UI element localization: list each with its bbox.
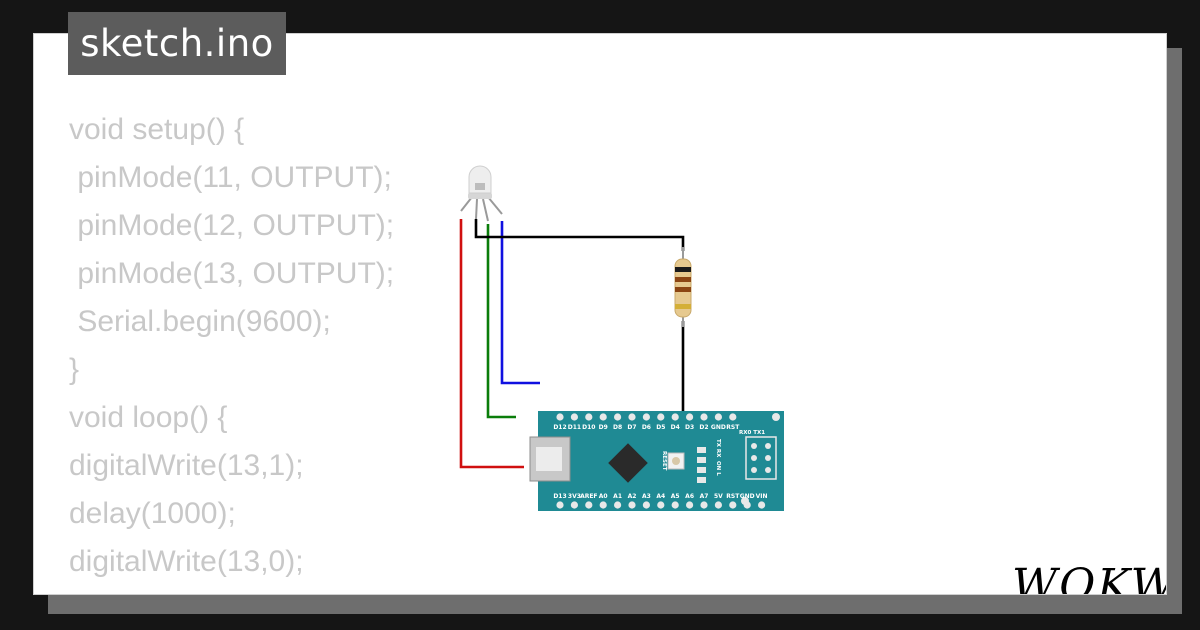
pin-a5[interactable] bbox=[671, 501, 679, 509]
pin-label: RST bbox=[726, 424, 740, 431]
pin-gnd[interactable] bbox=[714, 413, 722, 421]
code-line: void loop() { bbox=[69, 401, 228, 434]
icsp-header bbox=[745, 436, 777, 480]
code-editor[interactable]: void setup() { pinMode(11, OUTPUT); pinM… bbox=[69, 106, 395, 594]
pin-label: D8 bbox=[613, 424, 622, 431]
pin-d4[interactable] bbox=[671, 413, 679, 421]
pin-vin[interactable] bbox=[758, 501, 766, 509]
pin-3v3[interactable] bbox=[570, 501, 578, 509]
reset-label: RESET bbox=[661, 451, 667, 471]
pin-label: D3 bbox=[685, 424, 694, 431]
wokwi-logo: WOKWi bbox=[1012, 560, 1166, 595]
pin-d3[interactable] bbox=[686, 413, 694, 421]
code-line: digitalWrite(13,1); bbox=[69, 449, 304, 482]
code-line: pinMode(12, OUTPUT); bbox=[69, 209, 395, 242]
code-line: digitalWrite(13,0); bbox=[69, 545, 304, 578]
pin-label: RST bbox=[726, 493, 740, 500]
code-line: pinMode(13, OUTPUT); bbox=[69, 257, 395, 290]
pin-d11[interactable] bbox=[570, 413, 578, 421]
code-line: } bbox=[69, 353, 80, 386]
tx-rx-led-label: TX RX bbox=[715, 439, 721, 458]
on-l-label: ON L bbox=[715, 461, 721, 476]
pin-a3[interactable] bbox=[642, 501, 650, 509]
wire-red bbox=[459, 219, 524, 469]
code-line: Serial.begin(9600); bbox=[69, 305, 331, 338]
pin-label: D13 bbox=[553, 493, 566, 500]
pin-d12[interactable] bbox=[556, 413, 564, 421]
pin-5v[interactable] bbox=[714, 501, 722, 509]
pin-a7[interactable] bbox=[700, 501, 708, 509]
pin-label: A6 bbox=[685, 493, 694, 500]
pin-d6[interactable] bbox=[642, 413, 650, 421]
pin-label: AREF bbox=[580, 493, 597, 500]
pin-label: A7 bbox=[700, 493, 709, 500]
preview-card: void setup() { pinMode(11, OUTPUT); pinM… bbox=[33, 33, 1167, 595]
pin-label: VIN bbox=[756, 493, 768, 500]
pin-label: A5 bbox=[671, 493, 680, 500]
rx-tx-label: RX0 TX1 bbox=[739, 430, 765, 436]
pin-label: D12 bbox=[553, 424, 566, 431]
pin-gnd[interactable] bbox=[743, 501, 751, 509]
pin-label: D4 bbox=[671, 424, 680, 431]
pin-label: D7 bbox=[627, 424, 636, 431]
file-tab[interactable]: sketch.ino bbox=[68, 12, 286, 75]
pin-d7[interactable] bbox=[628, 413, 636, 421]
pin-rst[interactable] bbox=[729, 413, 737, 421]
pin-label: 3V3 bbox=[568, 493, 581, 500]
pin-label: A0 bbox=[599, 493, 608, 500]
pin-a1[interactable] bbox=[614, 501, 622, 509]
pin-d10[interactable] bbox=[585, 413, 593, 421]
pin-d5[interactable] bbox=[657, 413, 665, 421]
pin-label: D2 bbox=[699, 424, 708, 431]
pin-d2[interactable] bbox=[700, 413, 708, 421]
top-pin-row bbox=[556, 413, 737, 421]
code-line: digitalWrite(12,1); bbox=[69, 586, 394, 594]
pin-a6[interactable] bbox=[686, 501, 694, 509]
pin-a0[interactable] bbox=[599, 501, 607, 509]
pin-label: 5V bbox=[714, 493, 723, 500]
pin-a4[interactable] bbox=[657, 501, 665, 509]
wires bbox=[459, 219, 685, 471]
pin-label: GND bbox=[711, 424, 726, 431]
code-line: void setup() { bbox=[69, 113, 245, 146]
wire-green bbox=[486, 224, 516, 419]
pin-label: D10 bbox=[582, 424, 595, 431]
pin-label: A2 bbox=[628, 493, 637, 500]
rgb-led[interactable] bbox=[460, 165, 503, 222]
pin-d8[interactable] bbox=[614, 413, 622, 421]
wire-blue bbox=[500, 221, 540, 385]
bottom-pin-row bbox=[556, 501, 766, 509]
pin-a2[interactable] bbox=[628, 501, 636, 509]
code-line: pinMode(11, OUTPUT); bbox=[69, 161, 392, 194]
code-line: delay(1000); bbox=[69, 497, 236, 530]
wire-black-led-resistor bbox=[474, 219, 685, 251]
pin-label: A1 bbox=[613, 493, 622, 500]
pin-d13[interactable] bbox=[556, 501, 564, 509]
pin-label: D6 bbox=[642, 424, 651, 431]
pin-aref[interactable] bbox=[585, 501, 593, 509]
pin-d9[interactable] bbox=[599, 413, 607, 421]
pin-label: GND bbox=[740, 493, 755, 500]
pin-rst[interactable] bbox=[729, 501, 737, 509]
pin-label: A4 bbox=[656, 493, 665, 500]
resistor[interactable] bbox=[674, 247, 692, 327]
pin-label: A3 bbox=[642, 493, 651, 500]
pin-label: D5 bbox=[656, 424, 665, 431]
mcu-chip bbox=[608, 443, 648, 483]
pin-label: D9 bbox=[599, 424, 608, 431]
pin-label: D11 bbox=[568, 424, 581, 431]
